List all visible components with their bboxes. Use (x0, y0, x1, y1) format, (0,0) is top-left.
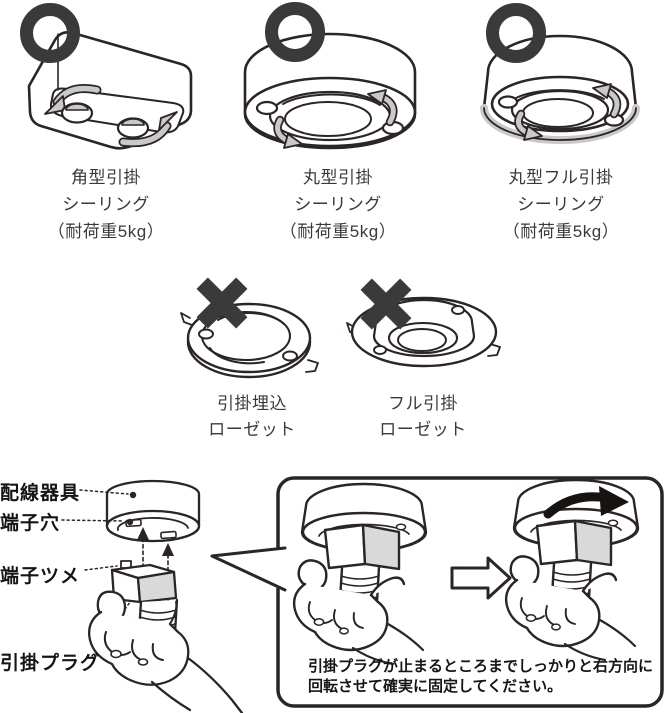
label-terminal-hole: 端子穴 (0, 513, 61, 534)
index-finger (369, 576, 406, 597)
step-arrow (450, 556, 512, 600)
plug-side (361, 523, 401, 571)
wrist-line (351, 646, 395, 666)
mount-tab (180, 312, 193, 326)
fingernail (110, 649, 122, 659)
wrist-line (150, 680, 192, 712)
rotate-arrowhead (523, 125, 543, 141)
square-hook-ceiling-illustration (27, 31, 193, 150)
caption-line: 角型引掛 (71, 168, 141, 187)
insert-arrowhead (137, 527, 149, 540)
plug-front (323, 523, 367, 570)
instruction-bubble (210, 476, 664, 708)
label-terminal-claw: 端子ツメ (0, 566, 81, 587)
callout-dot-wiring-device (129, 491, 137, 499)
caption-line: シーリング (62, 195, 150, 214)
insert-arrowhead (162, 543, 174, 556)
note-line-2: 回転させて確実に固定してください。 (308, 678, 563, 695)
ok-circle-mark (486, 3, 546, 63)
caption-line: ローゼット (379, 420, 467, 439)
bubble-tail (210, 546, 287, 592)
hook-slot-arc (515, 89, 605, 100)
caption-line: 引掛埋込 (217, 394, 287, 413)
thumb (297, 559, 328, 592)
installation-diagram (61, 479, 244, 713)
hook-slot-arc (282, 93, 381, 106)
rotate-arrowhead (158, 111, 178, 131)
caption-line: ローゼット (208, 420, 296, 439)
instruction-note: 引掛プラグが止まるところまでしっかりと右方向に 回転させて確実に固定してください… (308, 657, 653, 697)
round-full-hook-ceiling-illustration (480, 34, 640, 144)
caption-line: （耐荷重5kg） (47, 222, 165, 241)
callout-dot-terminal-hole (126, 518, 134, 526)
ok-circle-mark (20, 3, 80, 63)
wrist-line (186, 656, 244, 713)
rotate-arrowhead (592, 83, 612, 99)
ok-circle-mark (265, 2, 325, 62)
caption-embedded-hook-rosette: 引掛埋込 ローゼット (177, 391, 327, 443)
caption-line: シーリング (517, 195, 605, 214)
caption-line: 丸型フル引掛 (508, 168, 614, 187)
hand-holding-plug-illustration (292, 482, 428, 666)
mount-tab (487, 343, 501, 357)
caption-round-full-hook-ceiling: 丸型フル引掛 シーリング （耐荷重5kg） (476, 164, 646, 245)
hook-plug-side (136, 570, 178, 604)
label-hook-plug: 引掛プラグ (0, 653, 101, 674)
rotate-arrowhead (283, 133, 303, 149)
ng-cross-mark (360, 278, 412, 330)
hook-slot-arc (209, 347, 265, 365)
caption-round-hook-ceiling: 丸型引掛 シーリング （耐荷重5kg） (263, 164, 413, 245)
fingernail (339, 627, 349, 635)
mount-tab (305, 359, 319, 373)
rotate-right-arrowhead (599, 486, 629, 516)
caption-line: 丸型引掛 (303, 168, 373, 187)
ng-cross-mark (196, 277, 248, 329)
label-wiring-device: 配線器具 (0, 483, 81, 504)
caption-line: （耐荷重5kg） (502, 222, 620, 241)
fingernail (313, 618, 325, 626)
caption-full-hook-rosette: フル引掛 ローゼット (348, 391, 498, 443)
fist (88, 610, 190, 686)
caption-square-hook-ceiling: 角型引掛 シーリング （耐荷重5kg） (31, 164, 181, 245)
caption-line: シーリング (294, 195, 382, 214)
round-hook-ceiling-illustration (243, 32, 417, 150)
caption-line: （耐荷重5kg） (279, 222, 397, 241)
caption-line: フル引掛 (388, 394, 458, 413)
rotate-arrowhead (44, 95, 66, 115)
note-line-1: 引掛プラグが止まるところまでしっかりと右方向に (308, 658, 654, 675)
hand-illustration (88, 590, 244, 713)
rotate-arrowhead (367, 89, 387, 105)
fingernail (137, 658, 149, 666)
wrist-line (386, 622, 425, 652)
embedded-hook-rosette-illustration (180, 302, 319, 379)
terminal-hole-slot (160, 530, 177, 540)
